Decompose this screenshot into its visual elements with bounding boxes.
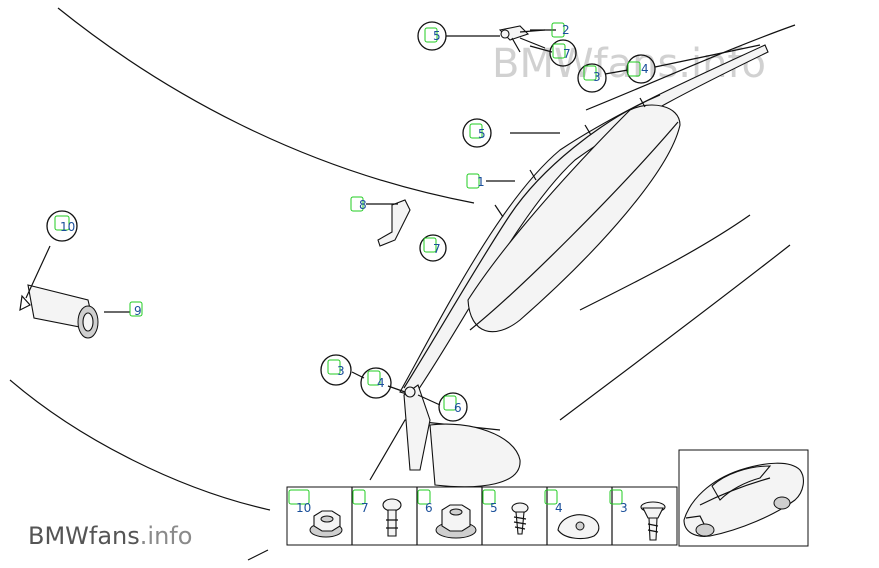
callout-6[interactable]: 6 <box>438 392 468 422</box>
callout-4b[interactable]: 4 <box>360 367 392 399</box>
leader-lines <box>104 29 761 406</box>
callout-label: 7 <box>563 47 571 61</box>
callout-3a[interactable]: 3 <box>577 63 607 93</box>
brand-logo: BMWfans.info <box>28 522 192 550</box>
callout-label: 10 <box>60 220 75 234</box>
parts-strip-label: 3 <box>620 501 628 515</box>
screw-icon <box>511 502 529 535</box>
parts-strip-item-4[interactable]: 4 <box>544 489 600 540</box>
callout-7b[interactable]: 7 <box>419 234 447 262</box>
spring-clip-icon <box>557 514 600 540</box>
callout-label: 4 <box>377 376 385 390</box>
parts-strip-item-3[interactable]: 3 <box>609 489 666 541</box>
callout-5a[interactable]: 5 <box>417 21 447 51</box>
callout-label: 9 <box>134 304 142 318</box>
callout-7a[interactable]: 7 <box>549 39 577 67</box>
callout-label: 5 <box>478 127 486 141</box>
callout-label: 4 <box>641 62 649 76</box>
car-thumbnail[interactable] <box>678 449 809 547</box>
parts-strip-label: 10 <box>296 501 311 515</box>
hex-nut-icon <box>309 510 343 538</box>
parts-strip-item-6[interactable]: 6 <box>417 489 477 539</box>
clip-part-8[interactable] <box>377 199 411 247</box>
callout-1[interactable]: 1 <box>466 173 485 189</box>
parts-strip-label: 5 <box>490 501 498 515</box>
callout-label: 8 <box>359 198 367 212</box>
callout-5b[interactable]: 5 <box>462 118 492 148</box>
callout-9[interactable]: 9 <box>129 301 143 318</box>
parts-strip-label: 4 <box>555 501 563 515</box>
parts-strip-item-7[interactable]: 7 <box>352 489 402 537</box>
flat-head-screw-icon <box>640 501 666 541</box>
callout-3b[interactable]: 3 <box>320 354 352 386</box>
callout-2[interactable]: 2 <box>551 22 570 38</box>
parts-strip-item-5[interactable]: 5 <box>482 489 529 535</box>
callout-label: 1 <box>477 175 485 189</box>
connector-part[interactable] <box>498 25 546 53</box>
callout-4a[interactable]: 4 <box>626 54 656 84</box>
parts-strip <box>286 486 678 546</box>
callout-10[interactable]: 10 <box>46 210 78 242</box>
callout-label: 3 <box>337 364 345 378</box>
callout-label: 5 <box>433 29 441 43</box>
parts-strip-label: 7 <box>361 501 369 515</box>
sensor-module[interactable] <box>19 245 99 339</box>
callout-label: 6 <box>454 401 462 415</box>
parts-strip-label: 6 <box>425 501 433 515</box>
car-sedan-icon <box>683 462 804 537</box>
callout-8[interactable]: 8 <box>350 196 367 212</box>
callout-label: 2 <box>562 23 570 37</box>
callout-label: 3 <box>593 70 601 84</box>
clip-pin-icon <box>382 498 402 537</box>
flange-nut-icon <box>435 504 477 539</box>
body-contour-lines <box>9 7 796 561</box>
callout-label: 7 <box>433 242 441 256</box>
parts-strip-item-10[interactable]: 10 <box>288 489 343 538</box>
curtain-airbag[interactable] <box>399 44 769 488</box>
